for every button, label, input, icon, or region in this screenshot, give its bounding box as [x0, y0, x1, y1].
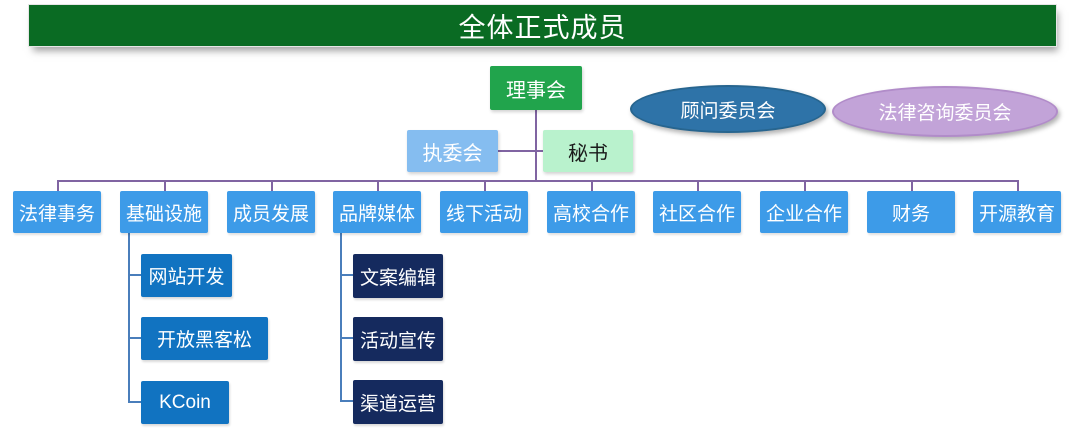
- connector-stub-website-dev: [128, 274, 141, 276]
- connector-stub-infrastructure: [164, 180, 166, 191]
- connector-stub-enterprise-coop: [804, 180, 806, 191]
- connector-stub-community-coop: [697, 180, 699, 191]
- connector-brand-media-trunk: [340, 233, 342, 402]
- sub-open-hackathon: 开放黑客松: [141, 317, 268, 360]
- connector-stub-brand-media: [377, 180, 379, 191]
- connector-stub-finance: [911, 180, 913, 191]
- connector-board-trunk: [535, 110, 537, 181]
- dept-legal-affairs: 法律事务: [13, 191, 101, 233]
- connector-stub-offline-events: [484, 180, 486, 191]
- dept-enterprise-cooperation: 企业合作: [760, 191, 848, 233]
- dept-community-cooperation: 社区合作: [653, 191, 741, 233]
- connector-stub-university-coop: [591, 180, 593, 191]
- ellipse-advisory-committee: 顾问委员会: [630, 85, 826, 133]
- connector-infrastructure-trunk: [128, 233, 130, 403]
- node-board-of-directors: 理事会: [490, 66, 582, 110]
- sub-copywriting: 文案编辑: [353, 254, 443, 298]
- connector-stub-member-development: [271, 180, 273, 191]
- connector-stub-open-hackathon: [128, 337, 141, 339]
- connector-stub-legal-affairs: [57, 180, 59, 191]
- connector-stub-event-promotion: [340, 337, 353, 339]
- connector-distribution-line: [57, 180, 1019, 182]
- banner-all-formal-members: 全体正式成员: [28, 4, 1057, 47]
- sub-channel-operation: 渠道运营: [353, 380, 443, 424]
- node-executive-committee: 执委会: [407, 130, 498, 172]
- sub-event-promotion: 活动宣传: [353, 317, 443, 361]
- ellipse-legal-advisory-committee: 法律咨询委员会: [832, 86, 1058, 137]
- connector-stub-copywriting: [340, 274, 353, 276]
- sub-kcoin: KCoin: [141, 381, 229, 424]
- dept-university-cooperation: 高校合作: [547, 191, 635, 233]
- connector-stub-opensource-education: [1017, 180, 1019, 191]
- dept-opensource-education: 开源教育: [973, 191, 1061, 233]
- connector-stub-kcoin: [128, 401, 141, 403]
- connector-exec-secretary: [498, 150, 543, 152]
- dept-member-development: 成员发展: [227, 191, 315, 233]
- dept-brand-media: 品牌媒体: [333, 191, 421, 233]
- dept-infrastructure: 基础设施: [120, 191, 208, 233]
- node-secretary: 秘书: [543, 130, 633, 172]
- connector-stub-channel-operation: [340, 400, 353, 402]
- sub-website-dev: 网站开发: [141, 254, 232, 297]
- dept-offline-events: 线下活动: [440, 191, 528, 233]
- dept-finance: 财务: [867, 191, 955, 233]
